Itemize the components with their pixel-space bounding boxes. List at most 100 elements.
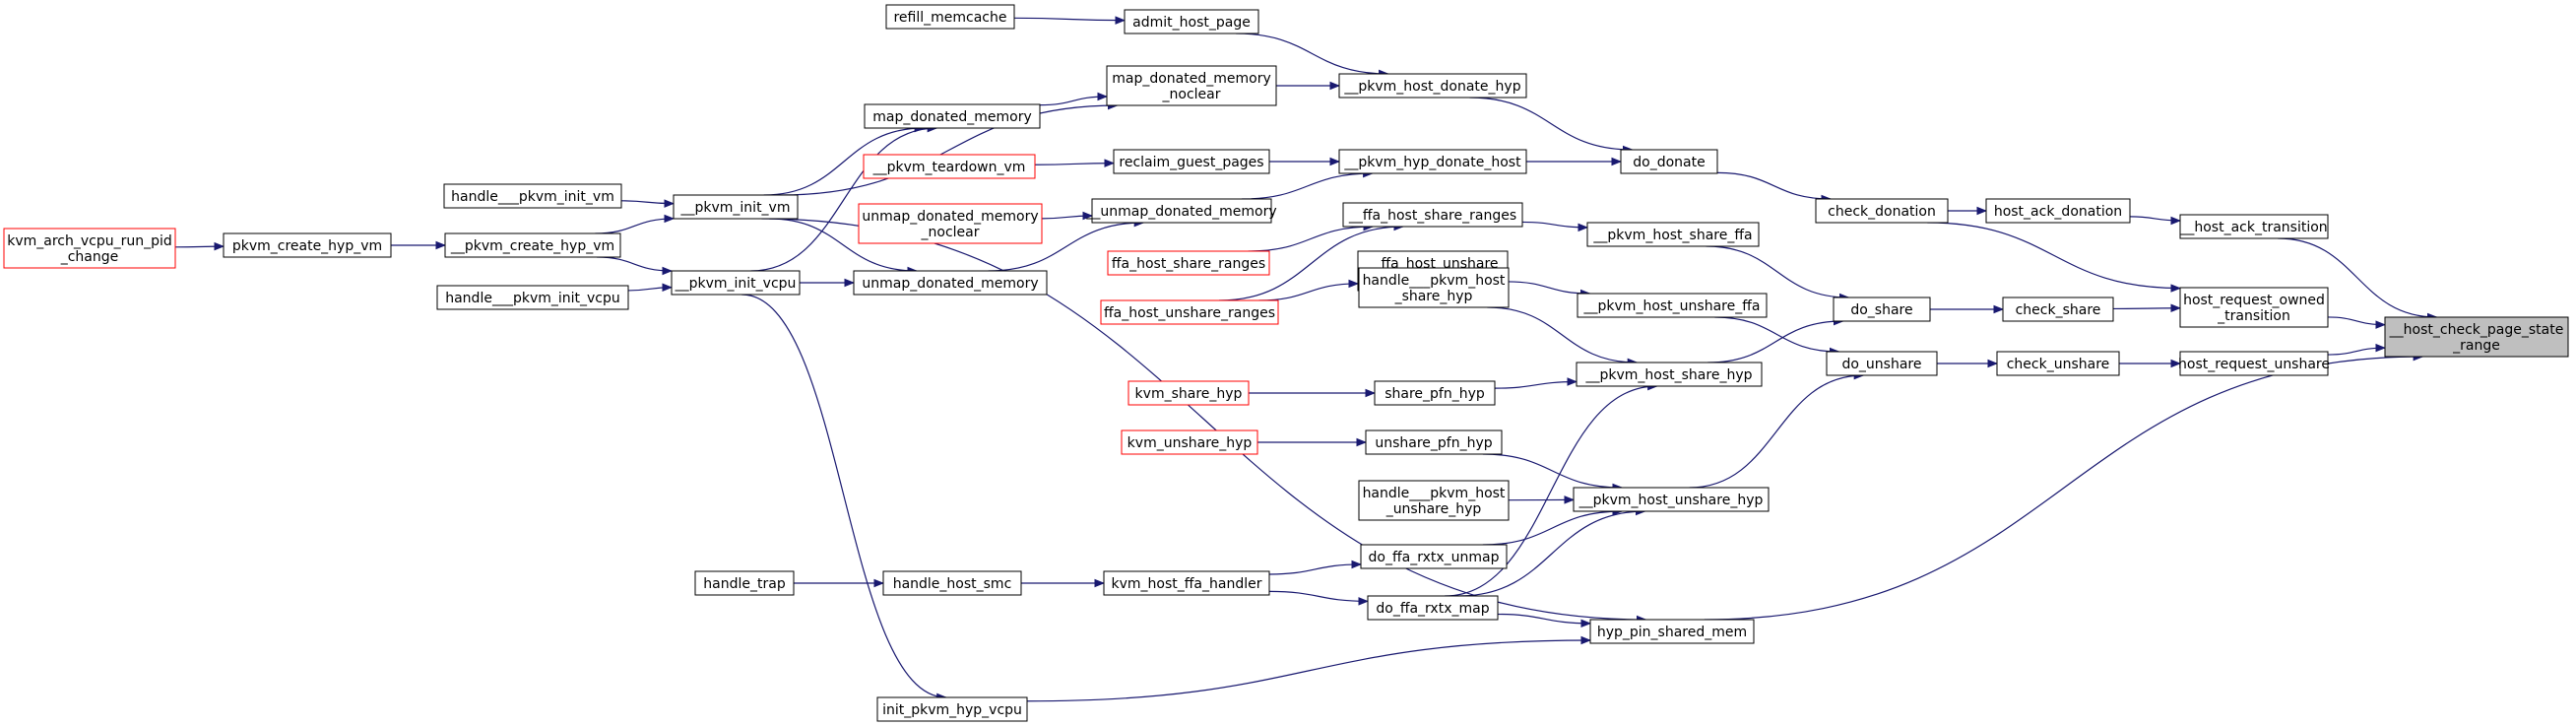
node-handle-pkvm-init-vcpu[interactable]: handle___pkvm_init_vcpu xyxy=(436,285,629,310)
node-handle-pkvm-host-unshare-hyp[interactable]: handle___pkvm_host_unshare_hyp xyxy=(1358,480,1510,521)
node-box xyxy=(671,270,801,296)
node-box xyxy=(1124,9,1259,34)
node-map-donated-memory[interactable]: map_donated_memory xyxy=(864,103,1041,129)
edge-pkvm_create_hyp_vm_int-to-pkvm_init_vm xyxy=(595,214,676,234)
node-label: __pkvm_init_vcpu xyxy=(675,276,797,292)
node-do-donate[interactable]: do_donate xyxy=(1620,149,1718,174)
node-pkvm-init-vcpu[interactable]: __pkvm_init_vcpu xyxy=(671,270,801,296)
node-label: ffa_host_share_ranges xyxy=(1112,256,1265,272)
node-box xyxy=(673,194,799,220)
node-box xyxy=(1996,351,2120,376)
node-host-ack-transition[interactable]: __host_ack_transition xyxy=(2179,214,2329,239)
node-unmap-donated-memory-noclear-ext[interactable]: unmap_donated_memory_noclear xyxy=(858,203,1043,244)
edge-ffa_host_unshare_ranges-to-ffa_host_share_ranges_int xyxy=(1218,222,1405,301)
node-pkvm-create-hyp-vm-int[interactable]: __pkvm_create_hyp_vm xyxy=(444,232,621,258)
node-box xyxy=(876,696,1028,722)
node-box xyxy=(1620,149,1718,174)
edge-pkvm_init_vm-to-map_donated_memory xyxy=(763,123,926,196)
node-pkvm-host-share-hyp[interactable]: __pkvm_host_share_hyp xyxy=(1576,362,1763,387)
node-do-unshare[interactable]: do_unshare xyxy=(1826,351,1938,376)
node-do-share[interactable]: do_share xyxy=(1833,297,1931,322)
node-pkvm-host-donate-hyp[interactable]: __pkvm_host_donate_hyp xyxy=(1338,73,1527,99)
node-kvm-share-hyp[interactable]: kvm_share_hyp xyxy=(1127,380,1250,406)
node-label: kvm_host_ffa_handler xyxy=(1112,576,1262,592)
edge-ffa_host_share_ranges_int-to-pkvm_host_share_ffa xyxy=(1521,221,1589,232)
node-label: __unmap_donated_memory xyxy=(1085,204,1276,220)
node-host-request-owned-transition[interactable]: host_request_owned_transition xyxy=(2179,287,2329,328)
node-handle-pkvm-init-vm[interactable]: handle___pkvm_init_vm xyxy=(443,183,622,209)
node-box xyxy=(1573,487,1770,512)
node-box xyxy=(1106,65,1277,106)
node-box xyxy=(3,228,176,269)
node-box xyxy=(1342,202,1523,228)
node-check-unshare[interactable]: check_unshare xyxy=(1996,351,2120,376)
node-admit-host-page[interactable]: admit_host_page xyxy=(1124,9,1259,34)
node-box xyxy=(2002,297,2114,322)
node-box xyxy=(2179,214,2329,239)
edge-ffa_host_unshare_ranges_int-to-pkvm_host_unshare_ffa xyxy=(1507,281,1591,298)
node-label: admit_host_page xyxy=(1132,15,1251,31)
node-box xyxy=(1338,149,1527,174)
node-label: _noclear xyxy=(921,225,980,240)
node-label: _share_hyp xyxy=(1394,289,1473,304)
edge-do_donate-to-check_donation xyxy=(1716,171,1833,204)
node-label: __host_check_page_state xyxy=(2389,322,2564,338)
node-kvm-unshare-hyp[interactable]: kvm_unshare_hyp xyxy=(1121,429,1258,455)
node-handle-pkvm-host-share-hyp[interactable]: handle___pkvm_host_share_hyp xyxy=(1358,267,1510,308)
node-label: refill_memcache xyxy=(893,10,1006,26)
node-box xyxy=(1100,299,1279,325)
node-box xyxy=(1985,198,2131,224)
node-handle-trap[interactable]: handle_trap xyxy=(694,570,795,596)
node-refill-memcache[interactable]: refill_memcache xyxy=(885,4,1015,30)
node-box xyxy=(1358,267,1510,308)
node-label: _change xyxy=(60,249,119,265)
node-label: kvm_unshare_hyp xyxy=(1127,435,1253,451)
node-ffa-host-unshare-ranges[interactable]: ffa_host_unshare_ranges xyxy=(1100,299,1279,325)
node-host-ack-donation[interactable]: host_ack_donation xyxy=(1985,198,2131,224)
node-pkvm-teardown-vm[interactable]: __pkvm_teardown_vm xyxy=(863,154,1036,179)
node-kvm-arch-vcpu-run-pid-change[interactable]: kvm_arch_vcpu_run_pid_change xyxy=(3,228,176,269)
edge-pkvm_host_donate_hyp-to-do_donate xyxy=(1469,97,1634,155)
node-do-ffa-rxtx-unmap[interactable]: do_ffa_rxtx_unmap xyxy=(1360,544,1508,569)
node-unmap-donated-memory[interactable]: unmap_donated_memory xyxy=(853,270,1048,296)
node-box xyxy=(2179,287,2329,328)
edge-do_ffa_rxtx_unmap-to-pkvm_host_unshare_hyp xyxy=(1482,506,1624,546)
node-label: pkvm_create_hyp_vm xyxy=(232,238,382,254)
edge-pkvm_host_share_hyp-to-do_share xyxy=(1707,316,1844,363)
node-handle-host-smc[interactable]: handle_host_smc xyxy=(882,570,1022,596)
node-share-pfn-hyp[interactable]: share_pfn_hyp xyxy=(1374,380,1496,406)
node-do-ffa-rxtx-map[interactable]: do_ffa_rxtx_map xyxy=(1367,595,1499,621)
node-unmap-donated-memory-noclear[interactable]: __unmap_donated_memory xyxy=(1085,198,1277,224)
node-label: _transition xyxy=(2217,308,2290,324)
node-label: __pkvm_create_hyp_vm xyxy=(450,238,614,254)
node-pkvm-host-unshare-ffa[interactable]: __pkvm_host_unshare_ffa xyxy=(1577,293,1768,318)
node-check-donation[interactable]: check_donation xyxy=(1815,198,1949,224)
node-label: handle___pkvm_host xyxy=(1363,273,1506,289)
node-box xyxy=(2179,351,2329,376)
node-pkvm-init-vm[interactable]: __pkvm_init_vm xyxy=(673,194,799,220)
node-init-pkvm-hyp-vcpu[interactable]: init_pkvm_hyp_vcpu xyxy=(876,696,1028,722)
node-pkvm-host-share-ffa[interactable]: __pkvm_host_share_ffa xyxy=(1586,222,1760,247)
node-pkvm-create-hyp-vm[interactable]: pkvm_create_hyp_vm xyxy=(223,232,392,258)
node-pkvm-host-unshare-hyp[interactable]: __pkvm_host_unshare_hyp xyxy=(1573,487,1770,512)
edge-unmap_donated_memory_noclear-to-pkvm_hyp_donate_host xyxy=(1242,168,1374,200)
node-map-donated-memory-noclear[interactable]: map_donated_memory_noclear xyxy=(1106,65,1277,106)
node-label: share_pfn_hyp xyxy=(1385,386,1485,402)
node-label: do_donate xyxy=(1633,155,1705,170)
node-kvm-host-ffa-handler[interactable]: kvm_host_ffa_handler xyxy=(1103,570,1270,596)
node-ffa-host-share-ranges[interactable]: ffa_host_share_ranges xyxy=(1107,250,1270,276)
edge-pkvm_create_hyp_vm_int-to-pkvm_init_vcpu xyxy=(597,256,674,276)
node-unshare-pfn-hyp[interactable]: unshare_pfn_hyp xyxy=(1365,429,1503,455)
node-ffa-host-share-ranges-int[interactable]: __ffa_host_share_ranges xyxy=(1342,202,1523,228)
node-host-check-page-state-range[interactable]: __host_check_page_state_range xyxy=(2384,316,2569,358)
node-reclaim-guest-pages[interactable]: reclaim_guest_pages xyxy=(1113,149,1270,174)
node-label: handle___pkvm_host xyxy=(1363,486,1506,501)
edge-init_pkvm_hyp_vcpu-to-hyp_pin_shared_mem xyxy=(1026,635,1592,702)
edge-pkvm_init_vcpu-to-init_pkvm_hyp_vcpu xyxy=(741,294,947,702)
node-host-request-unshare[interactable]: host_request_unshare xyxy=(2178,351,2330,376)
node-check-share[interactable]: check_share xyxy=(2002,297,2114,322)
edges-layer xyxy=(174,16,2438,702)
node-box xyxy=(1113,149,1270,174)
node-pkvm-hyp-donate-host[interactable]: __pkvm_hyp_donate_host xyxy=(1338,149,1527,174)
node-hyp-pin-shared-mem[interactable]: hyp_pin_shared_mem xyxy=(1589,619,1755,644)
